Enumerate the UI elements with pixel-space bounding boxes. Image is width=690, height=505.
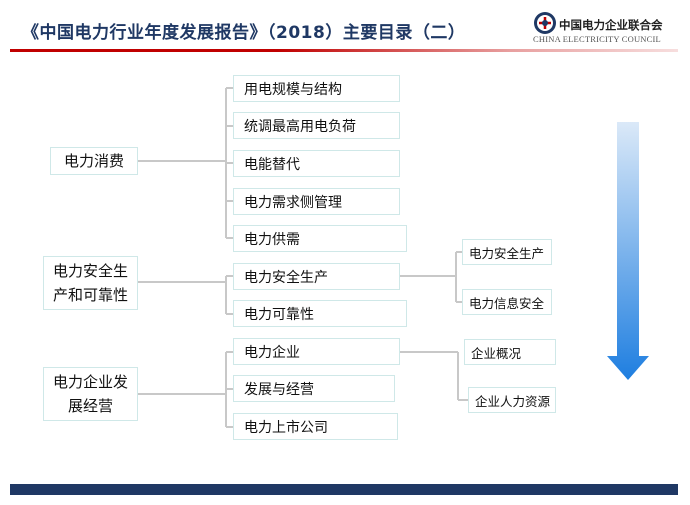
down-arrow-icon: [607, 122, 649, 380]
enterprise-label-line1: 电力企业发: [52, 373, 128, 391]
topic-listed-companies: 电力上市公司: [233, 413, 398, 440]
subtopic-safety-production: 电力安全生产: [462, 239, 552, 265]
category-safety-reliability: 电力安全生产和可靠性: [43, 256, 138, 310]
category-enterprise-development: 电力企业发展经营: [43, 367, 138, 421]
logo-english-text: CHINA ELECTRICITY COUNCIL: [533, 34, 661, 44]
topic-demand-side-management: 电力需求侧管理: [233, 188, 400, 215]
cec-emblem-icon: [534, 12, 556, 34]
topic-electricity-substitution: 电能替代: [233, 150, 400, 177]
topic-supply-demand: 电力供需: [233, 225, 407, 252]
topic-reliability: 电力可靠性: [233, 300, 407, 327]
subtopic-human-resources: 企业人力资源: [468, 387, 556, 413]
category-electricity-consumption: 电力消费: [50, 147, 138, 175]
safety-label-line2: 产和可靠性: [52, 286, 128, 304]
topic-safety-production: 电力安全生产: [233, 263, 400, 290]
topic-development-operation: 发展与经营: [233, 375, 395, 402]
page-title: 《中国电力行业年度发展报告》（2018）主要目录（二）: [22, 23, 466, 43]
topic-electricity-scale-structure: 用电规模与结构: [233, 75, 400, 102]
footer-bar: [10, 484, 678, 495]
topic-peak-load: 统调最高用电负荷: [233, 112, 400, 139]
safety-label-line1: 电力安全生: [52, 262, 128, 280]
cec-logo: 中国电力企业联合会 CHINA ELECTRICITY COUNCIL: [533, 9, 683, 47]
header-divider: [10, 49, 678, 52]
subtopic-information-security: 电力信息安全: [462, 289, 552, 315]
subtopic-enterprise-overview: 企业概况: [464, 339, 556, 365]
logo-chinese-text: 中国电力企业联合会: [559, 18, 663, 32]
enterprise-label-line2: 展经营: [67, 397, 113, 415]
topic-power-enterprises: 电力企业: [233, 338, 400, 365]
